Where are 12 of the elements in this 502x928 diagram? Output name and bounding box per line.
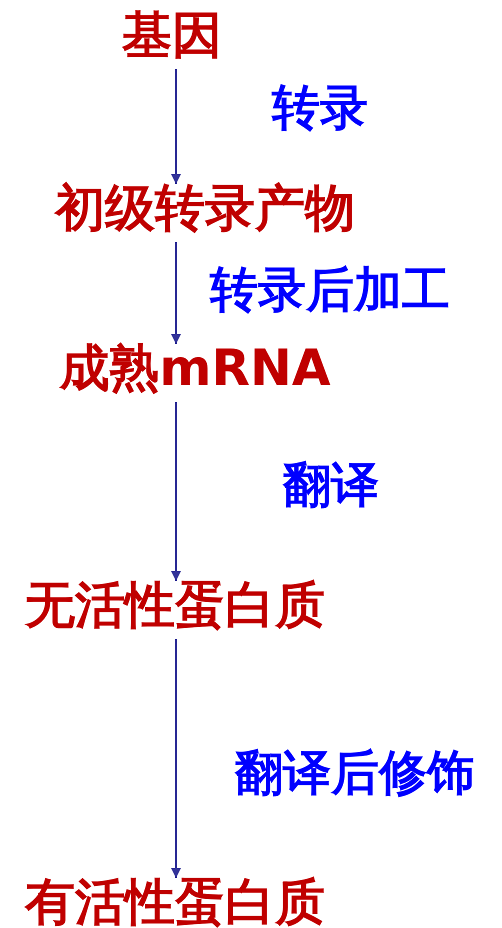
edge-label: 翻译后修饰 (235, 746, 475, 800)
arrow (171, 242, 181, 344)
stage-label: 无活性蛋白质 (25, 577, 325, 633)
arrow (171, 69, 181, 184)
arrow (171, 402, 181, 581)
stage-label: 基因 (122, 7, 222, 63)
stage-label: 成熟mRNA (59, 340, 331, 396)
stage-label: 初级转录产物 (55, 180, 355, 236)
stage-label: 有活性蛋白质 (25, 874, 325, 928)
arrow (171, 639, 181, 878)
edge-label: 转录 (272, 81, 368, 135)
edge-label: 转录后加工 (210, 263, 450, 317)
